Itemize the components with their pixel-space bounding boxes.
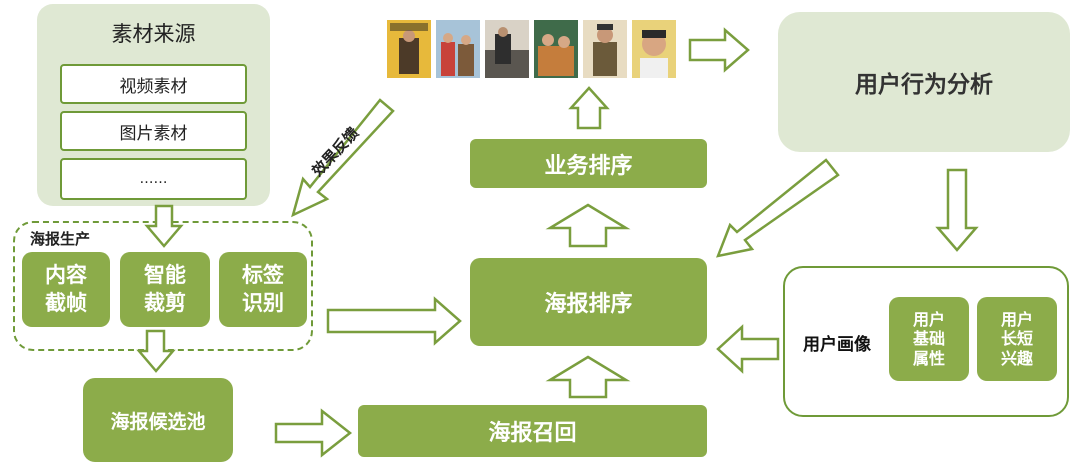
tag-recognition-box: 标签 识别	[219, 252, 307, 327]
arrow-analysis-to-ranking	[716, 158, 840, 258]
poster-thumbnail	[583, 20, 627, 78]
business-ranking-box: 业务排序	[470, 139, 707, 188]
smart-crop-box: 智能 裁剪	[120, 252, 210, 327]
arrow-recall-to-ranking	[545, 355, 631, 399]
poster-thumbnail	[436, 20, 480, 78]
arrow-analysis-to-profile	[935, 168, 979, 252]
arrow-posters-to-analysis	[688, 27, 750, 73]
user-basic-attributes-box: 用户 基础 属性	[889, 297, 969, 381]
user-interests-box: 用户 长短 兴趣	[977, 297, 1057, 381]
feedback-arrow	[291, 98, 395, 218]
poster-production-title: 海报生产	[30, 230, 91, 248]
arrow-production-to-pool	[136, 329, 176, 373]
content-frame-capture-box: 内容 截帧	[22, 252, 110, 327]
poster-thumbnail	[485, 20, 529, 78]
poster-candidate-pool: 海报候选池	[83, 378, 233, 462]
video-material-item: 视频素材	[60, 64, 247, 104]
poster-ranking-box: 海报排序	[470, 258, 707, 346]
source-panel: 素材来源 视频素材 图片素材 ……	[37, 4, 270, 206]
arrow-business-to-posters	[568, 86, 610, 130]
arrow-pool-to-recall	[274, 408, 353, 458]
arrow-source-to-production	[144, 204, 184, 248]
poster-recall-box: 海报召回	[358, 405, 707, 457]
poster-thumbnail	[387, 20, 431, 78]
arrow-profile-to-ranking	[716, 324, 780, 374]
source-panel-title: 素材来源	[111, 22, 196, 46]
user-behavior-analysis-panel: 用户行为分析	[778, 12, 1070, 152]
image-material-item: 图片素材	[60, 111, 247, 151]
more-material-item: ……	[60, 158, 247, 200]
user-profile-title: 用户画像	[803, 335, 871, 355]
arrow-ranking-to-business	[545, 203, 631, 248]
arrow-production-to-ranking	[326, 296, 462, 346]
poster-thumbnail	[534, 20, 578, 78]
poster-thumbnail	[632, 20, 676, 78]
